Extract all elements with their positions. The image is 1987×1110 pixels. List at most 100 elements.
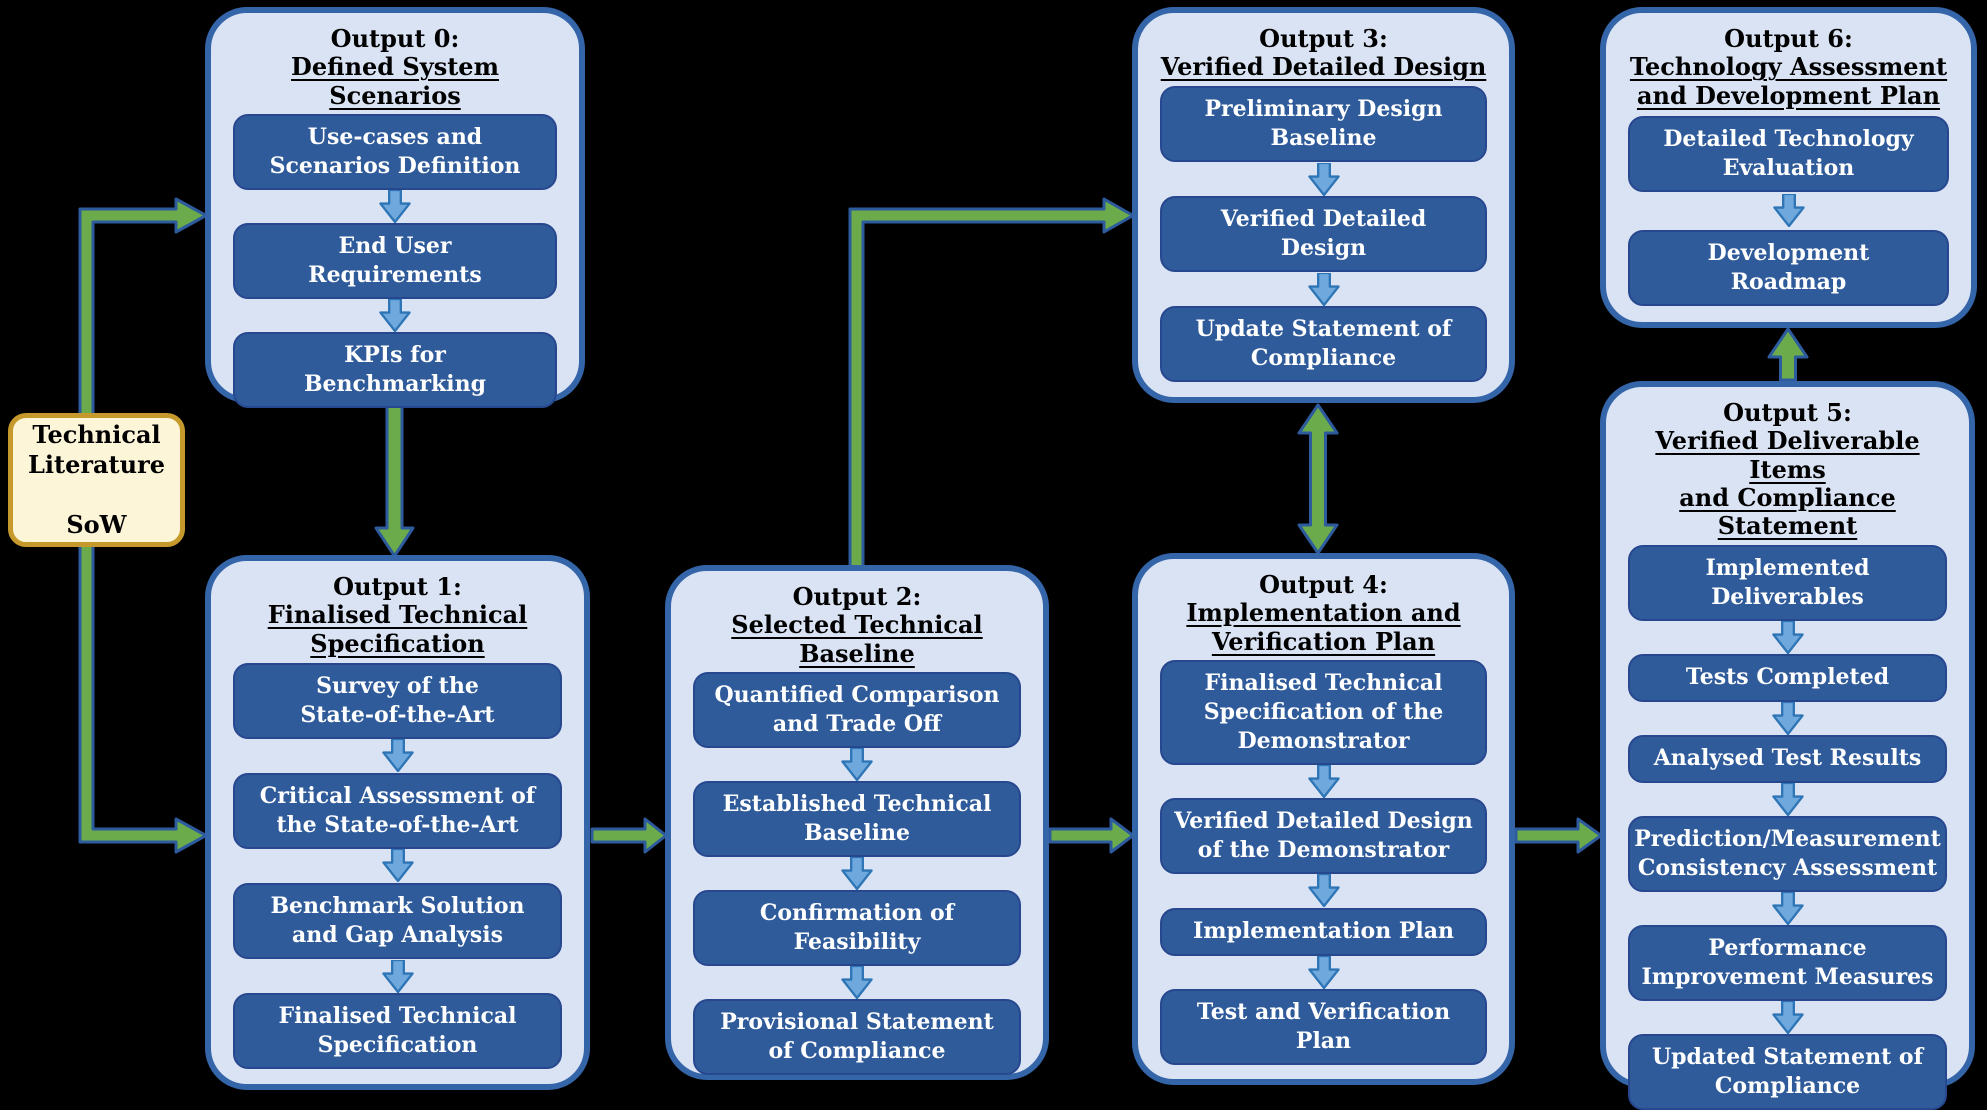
output2-step-2: Established Technical Baseline	[693, 781, 1021, 858]
output2-step-4: Provisional Statement of Compliance	[693, 999, 1021, 1076]
output4-step-3: Implementation Plan	[1160, 907, 1487, 956]
output3-title: Output 3: Verified Detailed Design	[1160, 24, 1487, 82]
output3-step-2: Verified Detailed Design	[1160, 196, 1487, 273]
output2-step-3: Confirmation of Feasibility	[693, 890, 1021, 967]
connector-sow-to-output0-and-output1	[78, 197, 208, 854]
output1-step-3: Benchmark Solution and Gap Analysis	[233, 883, 562, 960]
connector-output3-output4-bidirectional	[1297, 403, 1339, 555]
step-label: Quantified Comparison and Trade Off	[714, 681, 1000, 737]
output3-steps: Preliminary Design Baseline Verified Det…	[1160, 86, 1487, 383]
output3-step-3: Update Statement of Compliance	[1160, 306, 1487, 383]
output6-title-name: Technology Assessment and Development Pl…	[1629, 52, 1948, 110]
step-label: Detailed Technology Evaluation	[1663, 126, 1914, 182]
down-arrow-icon	[1771, 701, 1804, 735]
step-label: Provisional Statement of Compliance	[720, 1009, 994, 1065]
output2-steps: Quantified Comparison and Trade Off Esta…	[693, 671, 1021, 1076]
output0-step-3: KPIs for Benchmarking	[233, 332, 557, 409]
output5-step-4: Prediction/Measurement Consistency Asses…	[1628, 815, 1947, 892]
output0-step-2: End User Requirements	[233, 223, 557, 300]
down-arrow-icon	[1307, 272, 1340, 306]
down-arrow-icon	[1771, 782, 1804, 816]
output6-panel: Output 6: Technology Assessment and Deve…	[1600, 7, 1977, 328]
output2-title-name: Selected Technical Baseline	[731, 610, 983, 668]
down-arrow-icon	[1771, 891, 1804, 925]
step-label: Survey of the State-of-the-Art	[300, 672, 495, 728]
step-label: Tests Completed	[1685, 664, 1890, 691]
connector-output2-to-output3	[848, 197, 1135, 569]
step-label: Development Roadmap	[1707, 239, 1870, 295]
output4-step-1: Finalised Technical Specification of the…	[1160, 660, 1487, 766]
down-arrow-icon	[841, 857, 873, 891]
step-label: Analysed Test Results	[1653, 745, 1922, 772]
connector-output2-to-output4	[1048, 817, 1135, 854]
output5-title-label: Output 5:	[1723, 398, 1852, 427]
output1-step-1: Survey of the State-of-the-Art	[233, 662, 562, 739]
output4-step-2: Verified Detailed Design of the Demonstr…	[1160, 798, 1487, 875]
output6-steps: Detailed Technology Evaluation Developme…	[1628, 114, 1949, 308]
step-label: Finalised Technical Specification of the…	[1203, 670, 1444, 755]
output4-step-4: Test and Verification Plan	[1160, 988, 1487, 1065]
output0-title-label: Output 0:	[330, 24, 460, 53]
output1-title-label: Output 1:	[333, 572, 462, 601]
down-arrow-icon	[381, 849, 414, 883]
output5-title: Output 5: Verified Deliverable Items and…	[1628, 398, 1947, 541]
down-arrow-icon	[1771, 620, 1804, 654]
down-arrow-icon	[841, 966, 873, 1000]
output1-steps: Survey of the State-of-the-Art Critical …	[233, 662, 562, 1070]
down-arrow-icon	[1307, 874, 1340, 908]
output0-step-1: Use-cases and Scenarios Definition	[233, 113, 557, 190]
output1-step-2: Critical Assessment of the State-of-the-…	[233, 772, 562, 849]
output1-title-name: Finalised Technical Specification	[267, 600, 528, 658]
step-label: KPIs for Benchmarking	[303, 342, 487, 398]
output1-step-4: Finalised Technical Specification	[233, 993, 562, 1070]
output5-step-3: Analysed Test Results	[1628, 734, 1947, 783]
output3-panel: Output 3: Verified Detailed Design Preli…	[1132, 7, 1515, 403]
output2-title: Output 2: Selected Technical Baseline	[693, 582, 1021, 668]
step-label: Verified Detailed Design	[1220, 206, 1427, 262]
output6-step-2: Development Roadmap	[1628, 229, 1949, 306]
step-label: Performance Improvement Measures	[1641, 934, 1934, 990]
step-label: Benchmark Solution and Gap Analysis	[270, 893, 525, 949]
step-label: Finalised Technical Specification	[278, 1003, 517, 1059]
down-arrow-icon	[381, 739, 414, 773]
output4-title-name: Implementation and Verification Plan	[1186, 598, 1461, 656]
step-label: Test and Verification Plan	[1196, 998, 1451, 1054]
down-arrow-icon	[1307, 765, 1340, 799]
down-arrow-icon	[1771, 1000, 1804, 1034]
step-label: Established Technical Baseline	[722, 791, 992, 847]
output3-title-name: Verified Detailed Design	[1160, 52, 1487, 82]
down-arrow-icon	[841, 748, 873, 781]
output0-steps: Use-cases and Scenarios Definition End U…	[233, 113, 557, 409]
step-label: End User Requirements	[308, 233, 482, 289]
step-label: Preliminary Design Baseline	[1204, 96, 1443, 152]
step-label: Verified Detailed Design of the Demonstr…	[1174, 808, 1473, 864]
output6-title: Output 6: Technology Assessment and Deve…	[1628, 24, 1949, 110]
down-arrow-icon	[379, 190, 411, 223]
output3-title-label: Output 3:	[1259, 24, 1388, 53]
output1-panel: Output 1: Finalised Technical Specificat…	[205, 555, 590, 1090]
output0-title: Output 0: Defined System Scenarios	[233, 24, 557, 110]
output0-title-name: Defined System Scenarios	[291, 52, 499, 110]
step-label: Confirmation of Feasibility	[759, 900, 955, 956]
output3-step-1: Preliminary Design Baseline	[1160, 86, 1487, 163]
step-label: Use-cases and Scenarios Definition	[269, 123, 521, 179]
output0-panel: Output 0: Defined System Scenarios Use-c…	[205, 7, 585, 409]
step-label: Implemented Deliverables	[1705, 554, 1870, 610]
output5-step-2: Tests Completed	[1628, 653, 1947, 702]
output5-steps: Implemented Deliverables Tests Completed…	[1628, 544, 1947, 1110]
down-arrow-icon	[1307, 955, 1340, 989]
technical-literature-sow-box: Technical Literature SoW	[8, 413, 185, 547]
output6-title-label: Output 6:	[1724, 24, 1853, 53]
output1-title: Output 1: Finalised Technical Specificat…	[233, 572, 562, 658]
down-arrow-icon	[381, 959, 414, 993]
step-label: Critical Assessment of the State-of-the-…	[259, 782, 536, 838]
output4-steps: Finalised Technical Specification of the…	[1160, 660, 1487, 1065]
output5-panel: Output 5: Verified Deliverable Items and…	[1600, 381, 1975, 1110]
down-arrow-icon	[379, 299, 411, 333]
output2-step-1: Quantified Comparison and Trade Off	[693, 671, 1021, 748]
connector-output5-to-output6	[1767, 327, 1809, 382]
output5-step-6: Updated Statement of Compliance	[1628, 1033, 1947, 1110]
output5-title-name: Verified Deliverable Items and Complianc…	[1655, 426, 1920, 541]
connector-output1-to-output2	[590, 817, 668, 854]
output4-title: Output 4: Implementation and Verificatio…	[1160, 570, 1487, 656]
